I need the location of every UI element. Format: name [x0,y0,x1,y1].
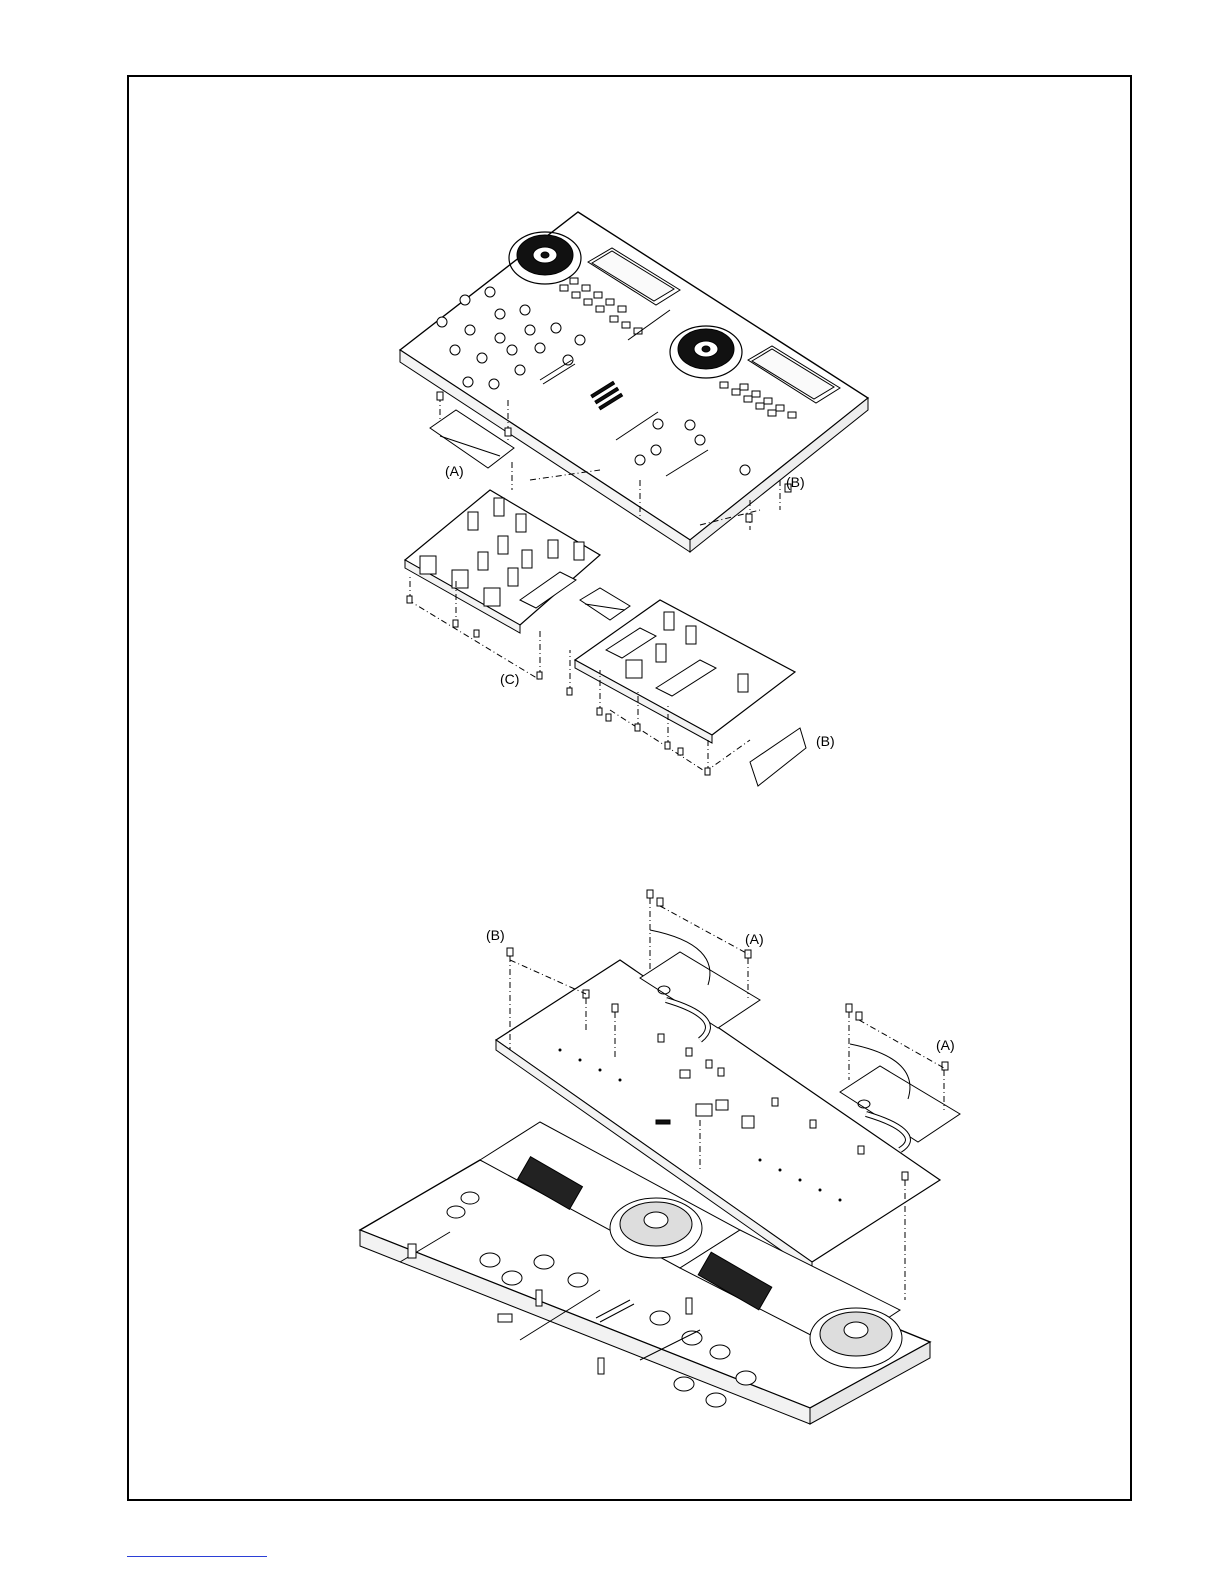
callout-a-bottom-right: (A) [936,1037,955,1053]
callout-b-top-lower: (B) [816,733,835,749]
callout-b-bottom: (B) [486,927,505,943]
top-pcb-assembly [405,490,806,786]
callout-a-bottom-left: (A) [745,931,764,947]
callout-b-top-upper: (B) [786,474,805,490]
callout-c-top: (C) [500,671,519,687]
motor-left [610,1198,702,1258]
top-panel [400,212,868,552]
motor-right [810,1308,902,1368]
footer-link-underline[interactable] [127,1556,267,1557]
callout-a-top: (A) [445,463,464,479]
bracket-b-lower [750,728,806,786]
